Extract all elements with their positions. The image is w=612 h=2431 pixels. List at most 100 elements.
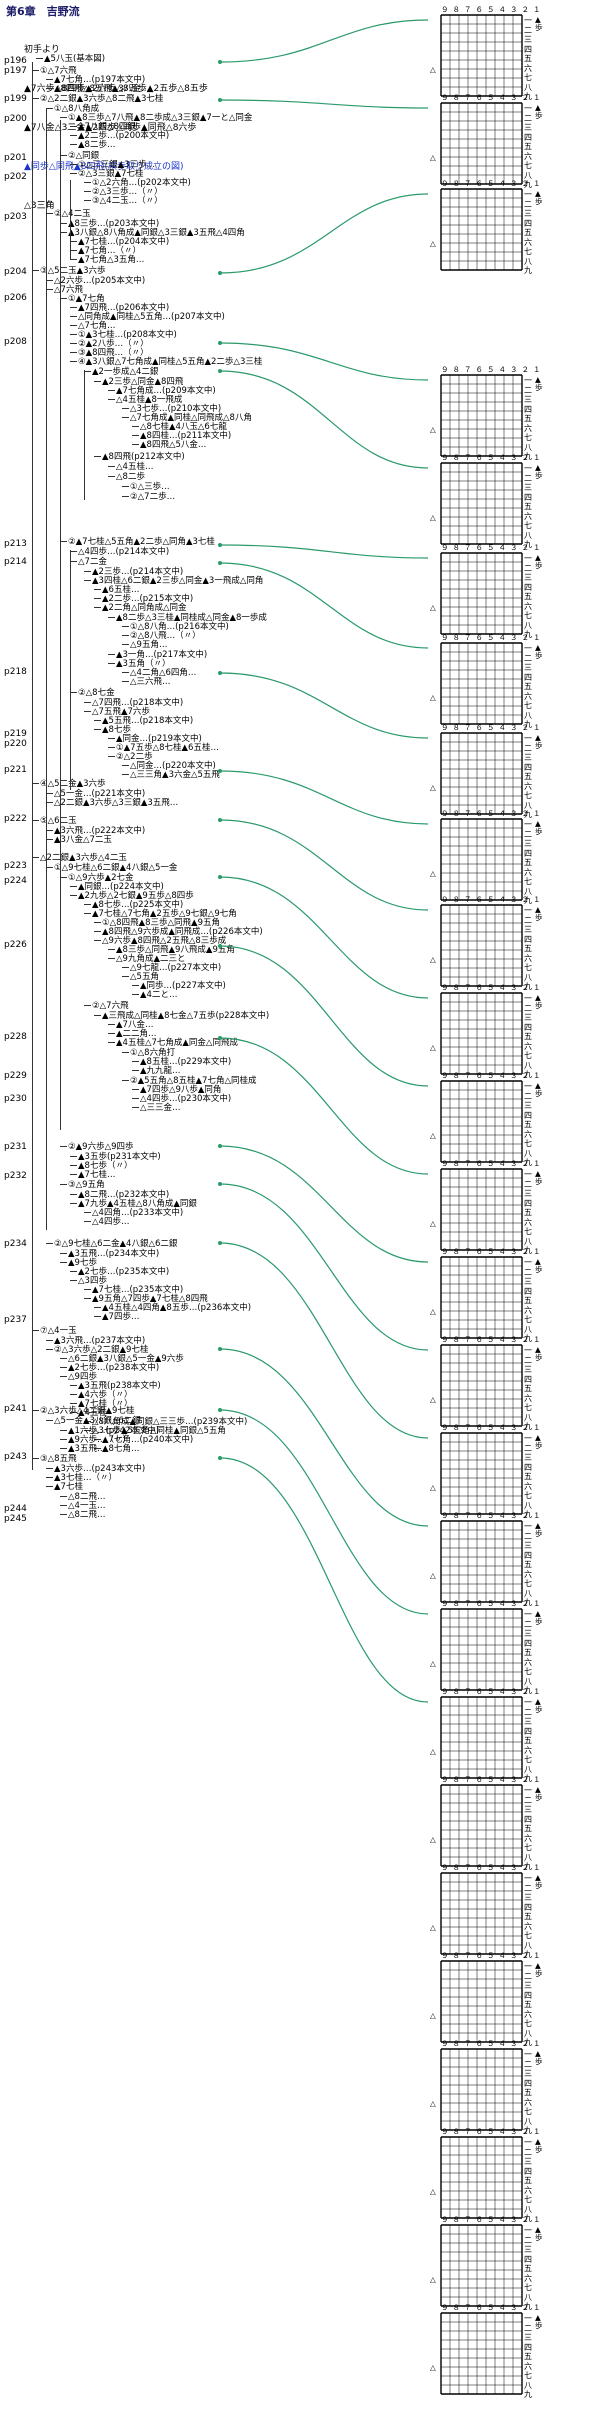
variation-line: ①△2六角…(p202本文中) (92, 178, 191, 188)
variation-line: ▲3八銀△8八角成▲同銀△3三銀▲3五飛△4四角 (68, 228, 245, 238)
tree-branch (108, 654, 115, 655)
file-labels: ９８７６５４３２１ (441, 809, 545, 818)
sente-hand: ▲歩 (535, 906, 545, 922)
variation-line: △9七龍…(p227本文中) (130, 963, 222, 973)
file-labels: ９８７６５４３２１ (441, 1423, 545, 1432)
rank-label: 三 (524, 2333, 532, 2342)
rank-label: 八 (524, 620, 532, 630)
rank-label: 九 (524, 540, 532, 549)
variation-line: ▲3五角（〃） (116, 659, 171, 669)
rank-labels: 一二三四五六七八九 (524, 16, 532, 102)
variation-line: ①△7六飛 (40, 66, 77, 76)
rank-label: 八 (524, 1764, 532, 1774)
variation-line: △9六歩▲8四飛△2五飛△8三歩成 (102, 936, 227, 946)
tree-branch (60, 1439, 67, 1440)
tree-branch (70, 316, 77, 317)
rank-label: 二 (524, 473, 532, 483)
tree-branch (132, 1089, 139, 1090)
gote-hand: △ (430, 514, 440, 522)
connector-arrow (219, 370, 429, 469)
variation-line: ▲8四飛(p212本文中) (102, 452, 185, 462)
page-label: p230 (4, 1094, 27, 1104)
variation-line: ▲7八銀△8四銀 (78, 122, 136, 132)
variation-line: ▲6五桂… (102, 585, 140, 595)
rank-label: 九 (524, 266, 532, 275)
variation-line: ②▲7七桂△5五角▲2二歩△同角▲3七桂 (68, 537, 215, 547)
variation-line: ②△3三歩…（〃） (92, 187, 163, 197)
tree-branch (108, 1024, 115, 1025)
page-label: p204 (4, 267, 27, 277)
rank-label: 七 (524, 1491, 532, 1500)
tree-branch (122, 486, 129, 487)
rank-label: 四 (524, 44, 532, 54)
rank-label: 二 (524, 1619, 532, 1629)
tree-branch (60, 155, 67, 156)
tree-branch (108, 466, 115, 467)
rank-label: 二 (524, 2147, 532, 2157)
gote-hand: △ (430, 1220, 440, 1228)
rank-label: 六 (524, 2361, 532, 2371)
page-label: p206 (4, 293, 27, 303)
rank-label: 七 (524, 611, 532, 620)
variation-line: ①▲8三歩△7八飛▲8二歩成△3三銀▲7一と△同金 (68, 113, 253, 123)
tree-branch (94, 1015, 101, 1016)
sente-mark: ▲ (535, 463, 541, 472)
connector-arrow (219, 819, 429, 911)
variation-line: ▲2七歩…(p238本文中) (68, 1363, 160, 1373)
rank-label: 六 (524, 1217, 532, 1227)
variation-line: ▲8二歩△3三桂▲同桂成△同金▲8一歩成 (116, 613, 267, 623)
rank-label: 八 (524, 1676, 532, 1686)
rank-label: 四 (524, 2254, 532, 2264)
rank-label: 六 (524, 691, 532, 701)
sente-mark: ▲ (535, 103, 541, 112)
connector-arrow (219, 1457, 429, 1703)
rank-label: 五 (524, 414, 532, 423)
sente-mark: ▲ (535, 993, 541, 1002)
sente-mark: ▲ (535, 733, 541, 742)
connector-arrow (219, 1348, 429, 1527)
variation-line: ▲3五歩(p231本文中) (78, 1152, 161, 1162)
variation-line: ▲九九龍… (140, 1066, 181, 1076)
tree-branch (132, 985, 139, 986)
page-label: p197 (4, 66, 27, 76)
rank-label: 九 (524, 180, 532, 189)
rank-label: 八 (524, 886, 532, 896)
rank-label: 八 (524, 530, 532, 540)
file-labels: ９８７６５４３２１ (441, 2127, 545, 2136)
connector-arrow (219, 1037, 429, 1175)
board-grid (440, 1432, 523, 1515)
variation-line: ▲二二角… (116, 1029, 157, 1039)
rank-label: 二 (524, 829, 532, 839)
rank-label: 一 (524, 1786, 532, 1795)
rank-label: 六 (524, 1833, 532, 1843)
tree-branch (60, 1514, 67, 1515)
rank-label: 四 (524, 1726, 532, 1736)
variation-line: △7六飛 (54, 285, 83, 295)
variation-line: ▲3六飛…(p237本文中) (54, 1336, 146, 1346)
board-grid (440, 1256, 523, 1339)
connector-arrow (219, 544, 429, 559)
tree-branch (108, 756, 115, 757)
tree-branch (70, 343, 77, 344)
tree-branch (122, 496, 129, 497)
rank-labels: 一二三四五六七八九 (524, 1522, 532, 1608)
rank-label: 三 (524, 1805, 532, 1814)
rank-label: 五 (524, 944, 532, 953)
sente-mark: ▲ (535, 1433, 541, 1442)
rank-label: 八 (524, 800, 532, 810)
gote-mark: △ (430, 1395, 436, 1404)
rank-label: 三 (524, 35, 532, 44)
file-labels: ９８７６５４３２１ (441, 2215, 545, 2224)
variation-line: ▲同金…(p219本文中) (116, 734, 202, 744)
rank-label: 八 (524, 2028, 532, 2038)
variation-line: ①△9六歩▲2七金 (68, 873, 134, 883)
tree-branch (60, 298, 67, 299)
gote-hand: △ (430, 2276, 440, 2284)
gote-hand: △ (430, 426, 440, 434)
gote-mark: △ (430, 603, 436, 612)
